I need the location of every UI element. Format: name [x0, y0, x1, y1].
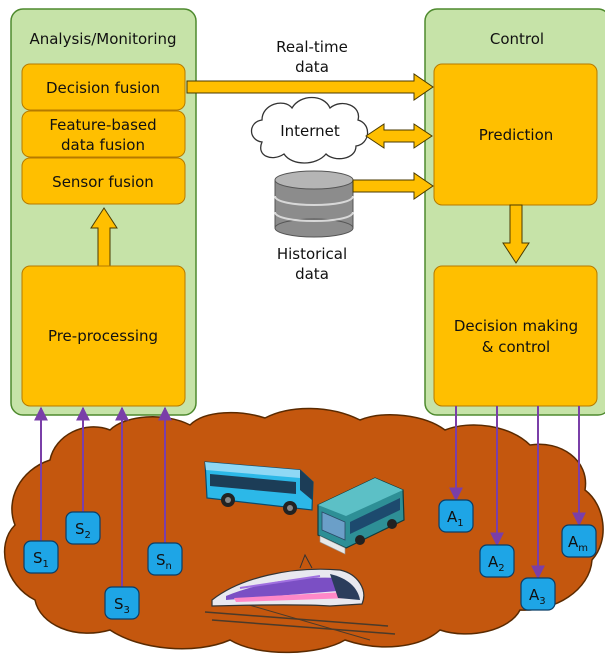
arrow-preprocessing-to-sensor-fusion — [90, 207, 118, 267]
feature-fusion-label-line2: data fusion — [61, 136, 145, 154]
historical-data-label-line2: data — [295, 265, 329, 283]
svg-text:A2: A2 — [488, 553, 505, 574]
arrow-internet-prediction — [365, 123, 433, 149]
actuator-node-a1: A1 — [438, 499, 474, 533]
prediction-label: Prediction — [479, 126, 554, 144]
actuator-node-a3: A3 — [520, 577, 556, 611]
database-icon — [274, 170, 354, 238]
control-panel-title: Control — [490, 30, 544, 48]
preprocessing-box — [21, 265, 186, 407]
decision-fusion-box — [21, 63, 186, 111]
realtime-data-label-line2: data — [295, 58, 329, 76]
feature-fusion-box — [21, 110, 186, 158]
bus-icon — [317, 477, 405, 555]
svg-text:Am: Am — [568, 533, 588, 554]
actuator-node-a2: A2 — [479, 544, 515, 578]
control-panel: Control Prediction Decision making & con… — [424, 8, 605, 416]
svg-text:S1: S1 — [33, 549, 49, 570]
sensor-node-s2: S2 — [65, 511, 101, 545]
svg-text:S3: S3 — [114, 595, 130, 616]
analysis-monitoring-panel: Analysis/Monitoring Decision fusion Feat… — [10, 8, 197, 416]
preprocessing-label: Pre-processing — [48, 327, 158, 345]
sensor-node-s1: S1 — [23, 540, 59, 574]
arrow-prediction-to-decision — [502, 204, 530, 264]
historical-data-label-line1: Historical — [277, 245, 347, 263]
bus-icon — [204, 461, 314, 515]
sensor-fusion-label: Sensor fusion — [52, 173, 154, 191]
sensor-node-sn: Sn — [147, 542, 183, 576]
train-icon — [204, 553, 396, 641]
svg-text:A1: A1 — [447, 508, 464, 529]
analysis-panel-title: Analysis/Monitoring — [29, 30, 176, 48]
arrow-database-to-prediction — [352, 172, 434, 200]
sensor-node-s3: S3 — [104, 586, 140, 620]
physical-world-region — [3, 407, 604, 654]
actuator-node-am: Am — [561, 524, 597, 558]
svg-text:Sn: Sn — [156, 551, 172, 572]
decision-making-label-line2: & control — [482, 338, 550, 356]
svg-text:S2: S2 — [75, 520, 91, 541]
decision-making-box — [433, 265, 598, 407]
realtime-data-label-line1: Real-time — [276, 38, 348, 56]
cloud-icon — [250, 96, 369, 164]
sensor-fusion-box — [21, 157, 186, 205]
internet-label: Internet — [280, 122, 340, 140]
decision-fusion-label: Decision fusion — [46, 79, 160, 97]
svg-text:A3: A3 — [529, 586, 546, 607]
decision-making-label-line1: Decision making — [454, 317, 578, 335]
feature-fusion-label-line1: Feature-based — [49, 116, 156, 134]
arrow-decision-fusion-to-prediction — [186, 73, 434, 101]
